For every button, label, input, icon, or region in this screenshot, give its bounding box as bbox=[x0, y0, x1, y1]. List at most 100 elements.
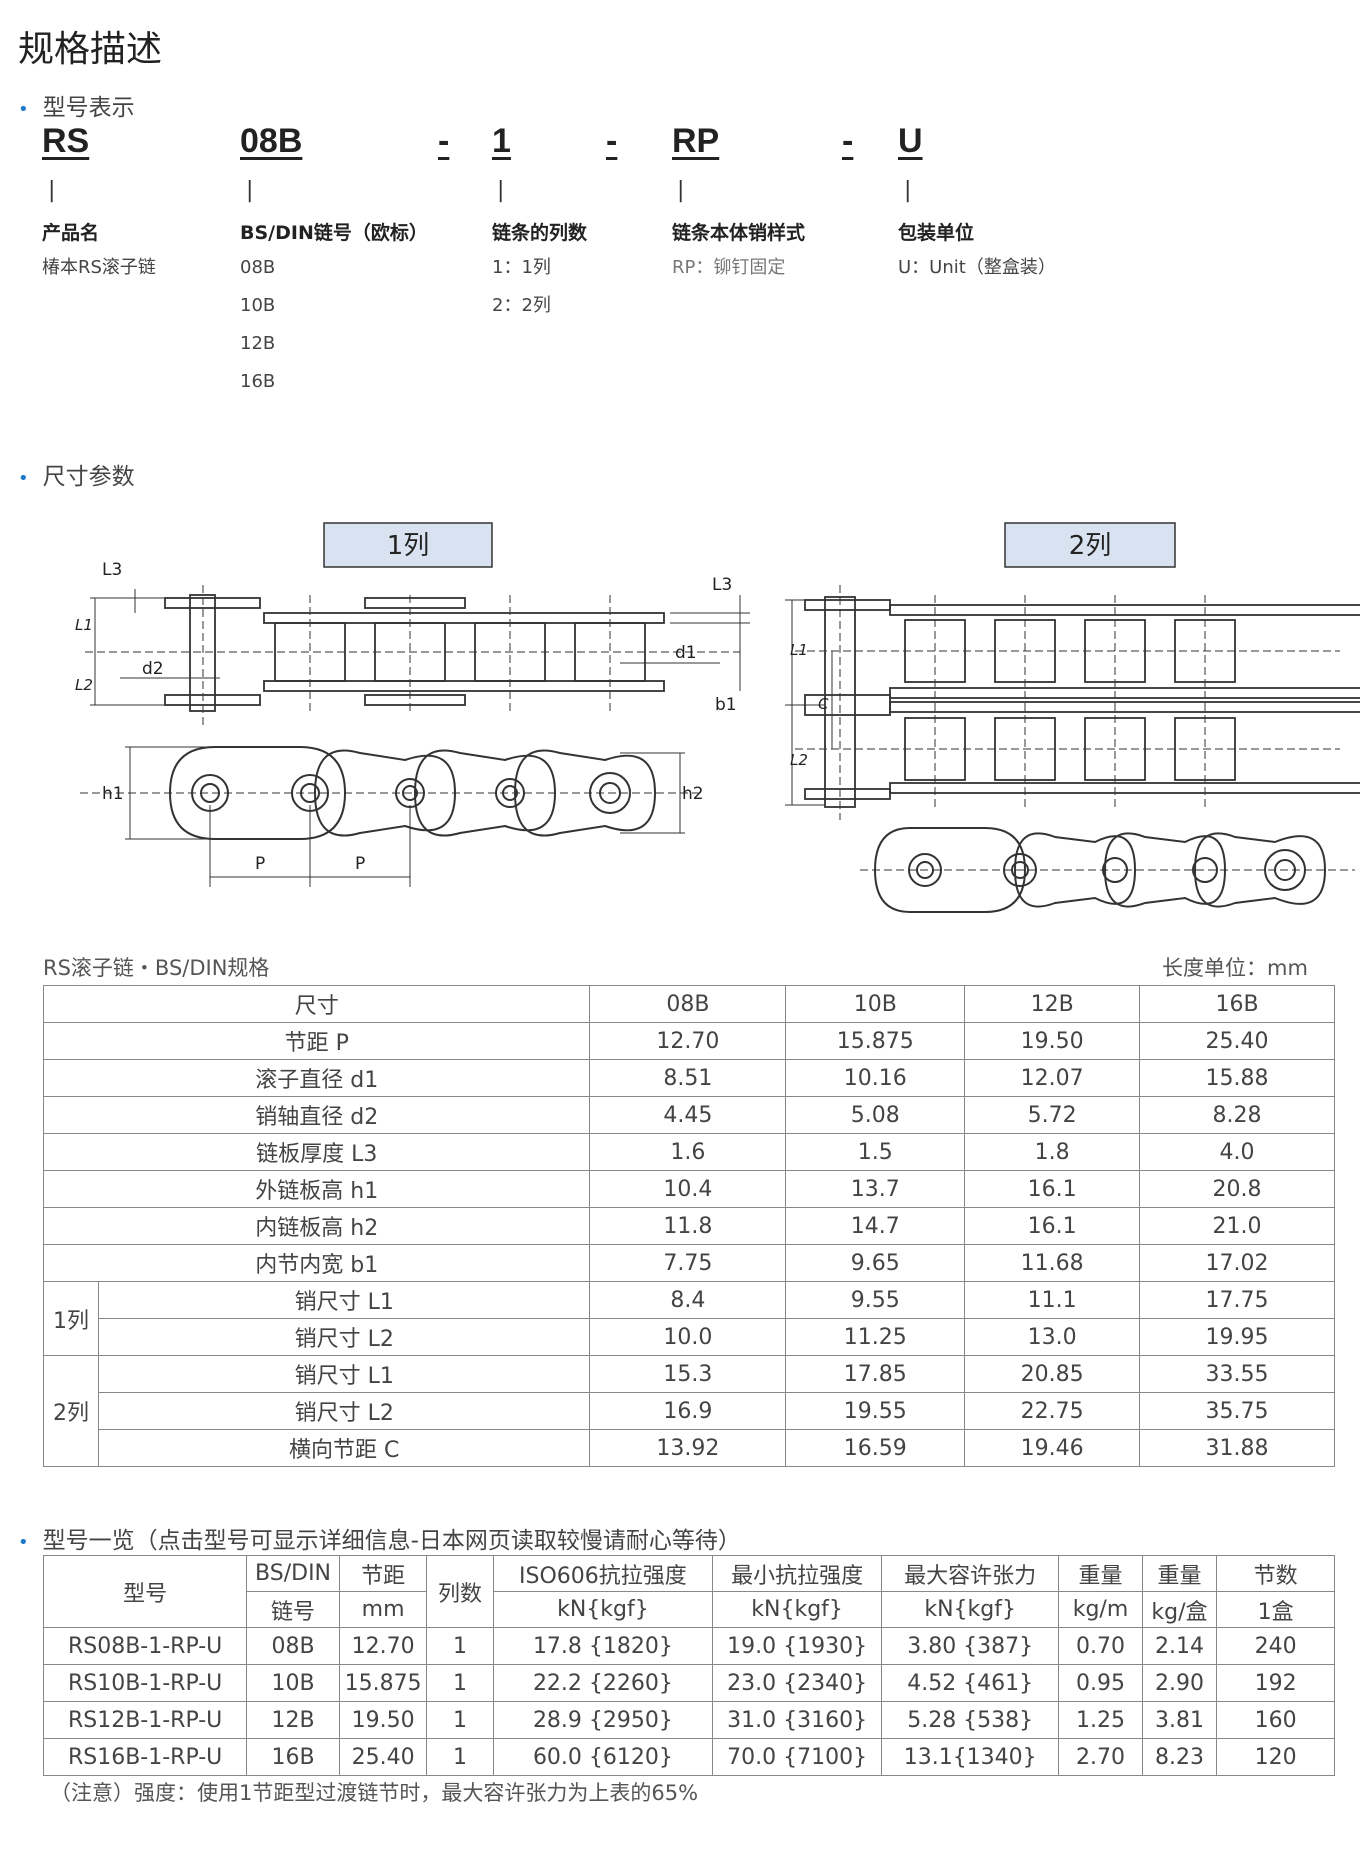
spec-row: 节距 P 12.70 15.875 19.50 25.40 bbox=[42, 1022, 1335, 1060]
spec-cell: 12.07 bbox=[964, 1059, 1141, 1097]
list-header-strands: 列数 bbox=[426, 1555, 494, 1628]
spec-cell: 20.8 bbox=[1139, 1170, 1335, 1208]
spec-header-cell: 12B bbox=[964, 985, 1141, 1023]
list-row: RS16B-1-RP-U 16B 25.40 1 60.0 {6120} 70.… bbox=[42, 1738, 1335, 1776]
spec-cell: 16.59 bbox=[785, 1429, 966, 1467]
spec-header-cell: 尺寸 bbox=[42, 985, 591, 1023]
code-strands: 1 bbox=[492, 122, 511, 160]
list-cell: 192 bbox=[1216, 1664, 1335, 1702]
list-cell: 120 bbox=[1216, 1738, 1335, 1776]
diagram-tab-1 bbox=[323, 522, 493, 568]
list-cell: 12.70 bbox=[338, 1627, 428, 1665]
list-header-cell: 节数 bbox=[1216, 1555, 1335, 1592]
spec-row-label: 内节内宽 b1 bbox=[42, 1244, 591, 1282]
list-cell: 17.8 {1820} bbox=[492, 1627, 714, 1665]
pipe-marker: | bbox=[48, 178, 56, 203]
list-cell: 60.0 {6120} bbox=[492, 1738, 714, 1776]
list-cell: 1 bbox=[426, 1738, 494, 1776]
center-lines bbox=[85, 585, 740, 725]
spec-cell: 12.70 bbox=[589, 1022, 787, 1060]
page-title: 规格描述 bbox=[18, 29, 163, 70]
spec-table-caption: RS滚子链・BS/DIN规格 bbox=[43, 956, 270, 980]
spec-header-cell: 16B bbox=[1139, 985, 1335, 1023]
spec-row-label: 销尺寸 L1 bbox=[97, 1355, 591, 1393]
spec-cell: 1.8 bbox=[964, 1133, 1141, 1171]
dimension-lines bbox=[90, 589, 750, 706]
spec-header-cell: 10B bbox=[785, 985, 966, 1023]
list-cell: 3.80 {387} bbox=[881, 1627, 1060, 1665]
separator-3: - bbox=[842, 122, 854, 160]
model-col-pin-style: 链条本体销样式 RP：铆钉固定 bbox=[672, 222, 806, 278]
list-header-cell: mm bbox=[338, 1591, 428, 1628]
list-header-cell: BS/DIN bbox=[246, 1555, 340, 1592]
spec-cell: 17.75 bbox=[1139, 1281, 1335, 1319]
list-cell: 160 bbox=[1216, 1701, 1335, 1739]
list-cell: 2.90 bbox=[1141, 1664, 1218, 1702]
code-packaging: U bbox=[898, 122, 923, 160]
spec-cell: 16.1 bbox=[964, 1170, 1141, 1208]
spec-cell: 19.55 bbox=[785, 1392, 966, 1430]
label-L1-double: L1 bbox=[790, 641, 808, 659]
model-link[interactable]: RS16B-1-RP-U bbox=[42, 1738, 248, 1776]
spec-cell: 10.0 bbox=[589, 1318, 787, 1356]
list-cell: 1 bbox=[426, 1701, 494, 1739]
spec-cell: 35.75 bbox=[1139, 1392, 1335, 1430]
list-header-cell: 重量 bbox=[1141, 1555, 1218, 1592]
list-cell: 70.0 {7100} bbox=[712, 1738, 883, 1776]
list-cell: 0.95 bbox=[1058, 1664, 1143, 1702]
spec-row-label: 销尺寸 L2 bbox=[97, 1392, 591, 1430]
spec-cell: 1.5 bbox=[785, 1133, 966, 1171]
list-cell: 25.40 bbox=[338, 1738, 428, 1776]
spec-cell: 9.55 bbox=[785, 1281, 966, 1319]
spec-cell: 14.7 bbox=[785, 1207, 966, 1245]
label-L1: L1 bbox=[75, 616, 93, 634]
list-header-cell: kN{kgf} bbox=[712, 1591, 883, 1628]
list-header-model: 型号 bbox=[42, 1555, 248, 1628]
spec-cell: 16.9 bbox=[589, 1392, 787, 1430]
model-link[interactable]: RS08B-1-RP-U bbox=[42, 1627, 248, 1665]
list-cell: 3.81 bbox=[1141, 1701, 1218, 1739]
double-dimension-lines bbox=[785, 599, 833, 806]
label-d1: d1 bbox=[675, 643, 697, 663]
spec-cell: 16.1 bbox=[964, 1207, 1141, 1245]
label-L3: L3 bbox=[102, 560, 122, 580]
spec-cell: 8.28 bbox=[1139, 1096, 1335, 1134]
list-cell: 2.70 bbox=[1058, 1738, 1143, 1776]
bullet-icon: • bbox=[18, 1532, 29, 1553]
label-pitch-2: P bbox=[355, 854, 365, 874]
model-link[interactable]: RS10B-1-RP-U bbox=[42, 1664, 248, 1702]
spec-cell: 15.3 bbox=[589, 1355, 787, 1393]
list-cell: 4.52 {461} bbox=[881, 1664, 1060, 1702]
label-pitch-1: P bbox=[255, 854, 265, 874]
spec-row-label: 横向节距 C bbox=[97, 1429, 591, 1467]
spec-cell: 11.8 bbox=[589, 1207, 787, 1245]
spec-cell: 10.4 bbox=[589, 1170, 787, 1208]
model-link[interactable]: RS12B-1-RP-U bbox=[42, 1701, 248, 1739]
model-col-product: 产品名 椿本RS滚子链 bbox=[42, 222, 156, 278]
pipe-marker: | bbox=[904, 178, 912, 203]
diagram-tab-2 bbox=[1004, 522, 1176, 568]
spec-row: 滚子直径 d1 8.51 10.16 12.07 15.88 bbox=[42, 1059, 1335, 1097]
spec-cell: 7.75 bbox=[589, 1244, 787, 1282]
spec-row: 销尺寸 L2 16.9 19.55 22.75 35.75 bbox=[44, 1392, 1335, 1430]
list-cell: 19.0 {1930} bbox=[712, 1627, 883, 1665]
spec-cell: 15.875 bbox=[785, 1022, 966, 1060]
pipe-marker: | bbox=[497, 178, 505, 203]
spec-row: 2列 销尺寸 L1 15.3 17.85 20.85 33.55 bbox=[43, 1355, 1335, 1467]
spec-cell: 1.6 bbox=[589, 1133, 787, 1171]
label-L2: L2 bbox=[75, 676, 93, 694]
list-header-cell: 重量 bbox=[1058, 1555, 1143, 1592]
list-header-cell: 最小抗拉强度 bbox=[712, 1555, 883, 1592]
pipe-marker: | bbox=[246, 178, 254, 203]
spec-cell: 11.25 bbox=[785, 1318, 966, 1356]
list-row: RS10B-1-RP-U 10B 15.875 1 22.2 {2260} 23… bbox=[42, 1664, 1335, 1702]
spec-cell: 13.0 bbox=[964, 1318, 1141, 1356]
strength-note: （注意）强度：使用1节距型过渡链节时，最大容许张力为上表的65% bbox=[50, 1781, 699, 1805]
model-col-strands: 链条的列数 1：1列 2：2列 bbox=[492, 222, 588, 316]
spec-cell: 10.16 bbox=[785, 1059, 966, 1097]
spec-cell: 17.85 bbox=[785, 1355, 966, 1393]
list-cell: 16B bbox=[246, 1738, 340, 1776]
list-row: RS08B-1-RP-U 08B 12.70 1 17.8 {1820} 19.… bbox=[42, 1627, 1335, 1665]
list-cell: 31.0 {3160} bbox=[712, 1701, 883, 1739]
side-dimension-lines bbox=[80, 746, 700, 887]
